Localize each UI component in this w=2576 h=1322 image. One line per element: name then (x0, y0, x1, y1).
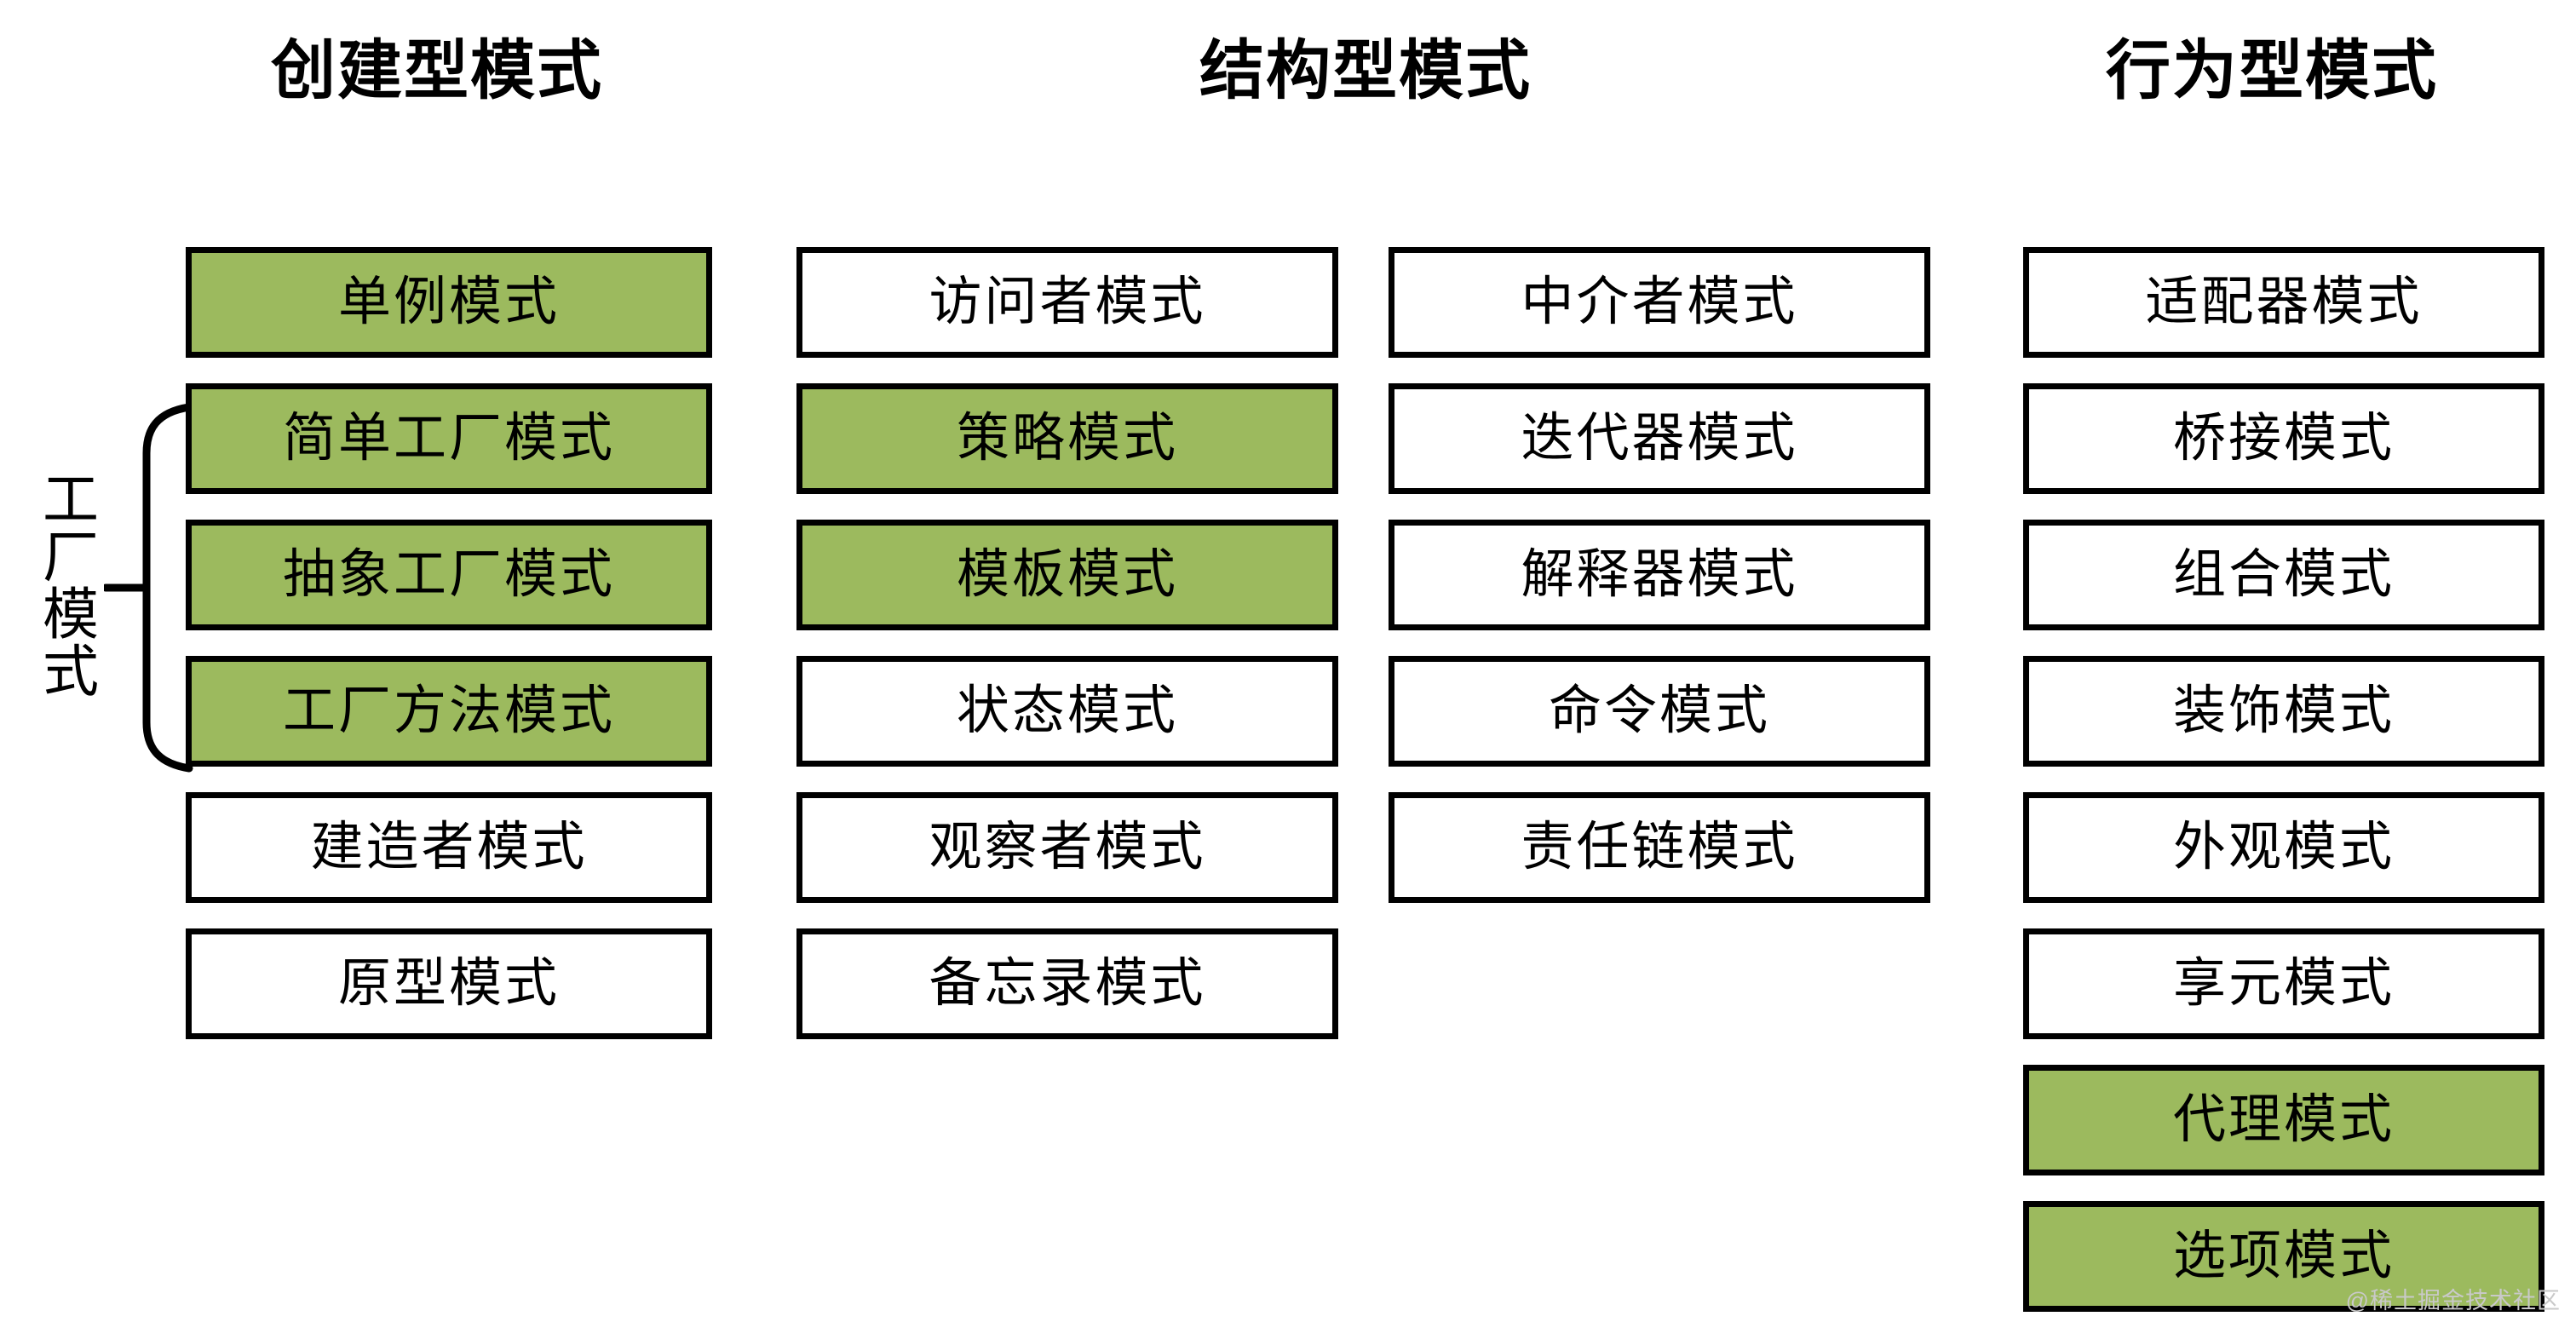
column-header-behavioral: 行为型模式 (2106, 35, 2438, 107)
pattern-box-facade[interactable]: 外观模式 (2023, 792, 2544, 903)
pattern-box-template[interactable]: 模板模式 (796, 520, 1338, 630)
pattern-box-proxy[interactable]: 代理模式 (2023, 1065, 2544, 1175)
pattern-box-strategy[interactable]: 策略模式 (796, 383, 1338, 494)
pattern-box-visitor[interactable]: 访问者模式 (796, 247, 1338, 358)
pattern-box-factory-method[interactable]: 工厂方法模式 (186, 656, 712, 767)
factory-group-label-char-0: 工 (43, 468, 99, 532)
pattern-box-adapter[interactable]: 适配器模式 (2023, 247, 2544, 358)
pattern-box-composite[interactable]: 组合模式 (2023, 520, 2544, 630)
pattern-box-builder[interactable]: 建造者模式 (186, 792, 712, 903)
pattern-box-simple-factory[interactable]: 简单工厂模式 (186, 383, 712, 494)
pattern-box-command[interactable]: 命令模式 (1389, 656, 1930, 767)
pattern-box-bridge[interactable]: 桥接模式 (2023, 383, 2544, 494)
pattern-box-mediator[interactable]: 中介者模式 (1389, 247, 1930, 358)
factory-group-label: 工 厂 模 式 (34, 407, 107, 765)
pattern-box-prototype[interactable]: 原型模式 (186, 928, 712, 1039)
pattern-box-flyweight[interactable]: 享元模式 (2023, 928, 2544, 1039)
pattern-box-chain-of-responsibility[interactable]: 责任链模式 (1389, 792, 1930, 903)
factory-group-label-char-2: 模 (43, 583, 99, 646)
watermark: @稀土掘金技术社区 (2345, 1288, 2561, 1313)
factory-group-label-char-3: 式 (43, 640, 99, 704)
factory-group-label-char-1: 厂 (43, 525, 99, 589)
factory-group-brace-icon (104, 403, 193, 773)
column-header-structural: 结构型模式 (1199, 35, 1532, 107)
pattern-box-abstract-factory[interactable]: 抽象工厂模式 (186, 520, 712, 630)
pattern-box-decorator[interactable]: 装饰模式 (2023, 656, 2544, 767)
pattern-box-interpreter[interactable]: 解释器模式 (1389, 520, 1930, 630)
column-header-creational: 创建型模式 (271, 35, 603, 107)
pattern-box-options[interactable]: 选项模式 (2023, 1201, 2544, 1312)
pattern-box-state[interactable]: 状态模式 (796, 656, 1338, 767)
pattern-box-memento[interactable]: 备忘录模式 (796, 928, 1338, 1039)
pattern-box-iterator[interactable]: 迭代器模式 (1389, 383, 1930, 494)
pattern-box-observer[interactable]: 观察者模式 (796, 792, 1338, 903)
pattern-box-singleton[interactable]: 单例模式 (186, 247, 712, 358)
